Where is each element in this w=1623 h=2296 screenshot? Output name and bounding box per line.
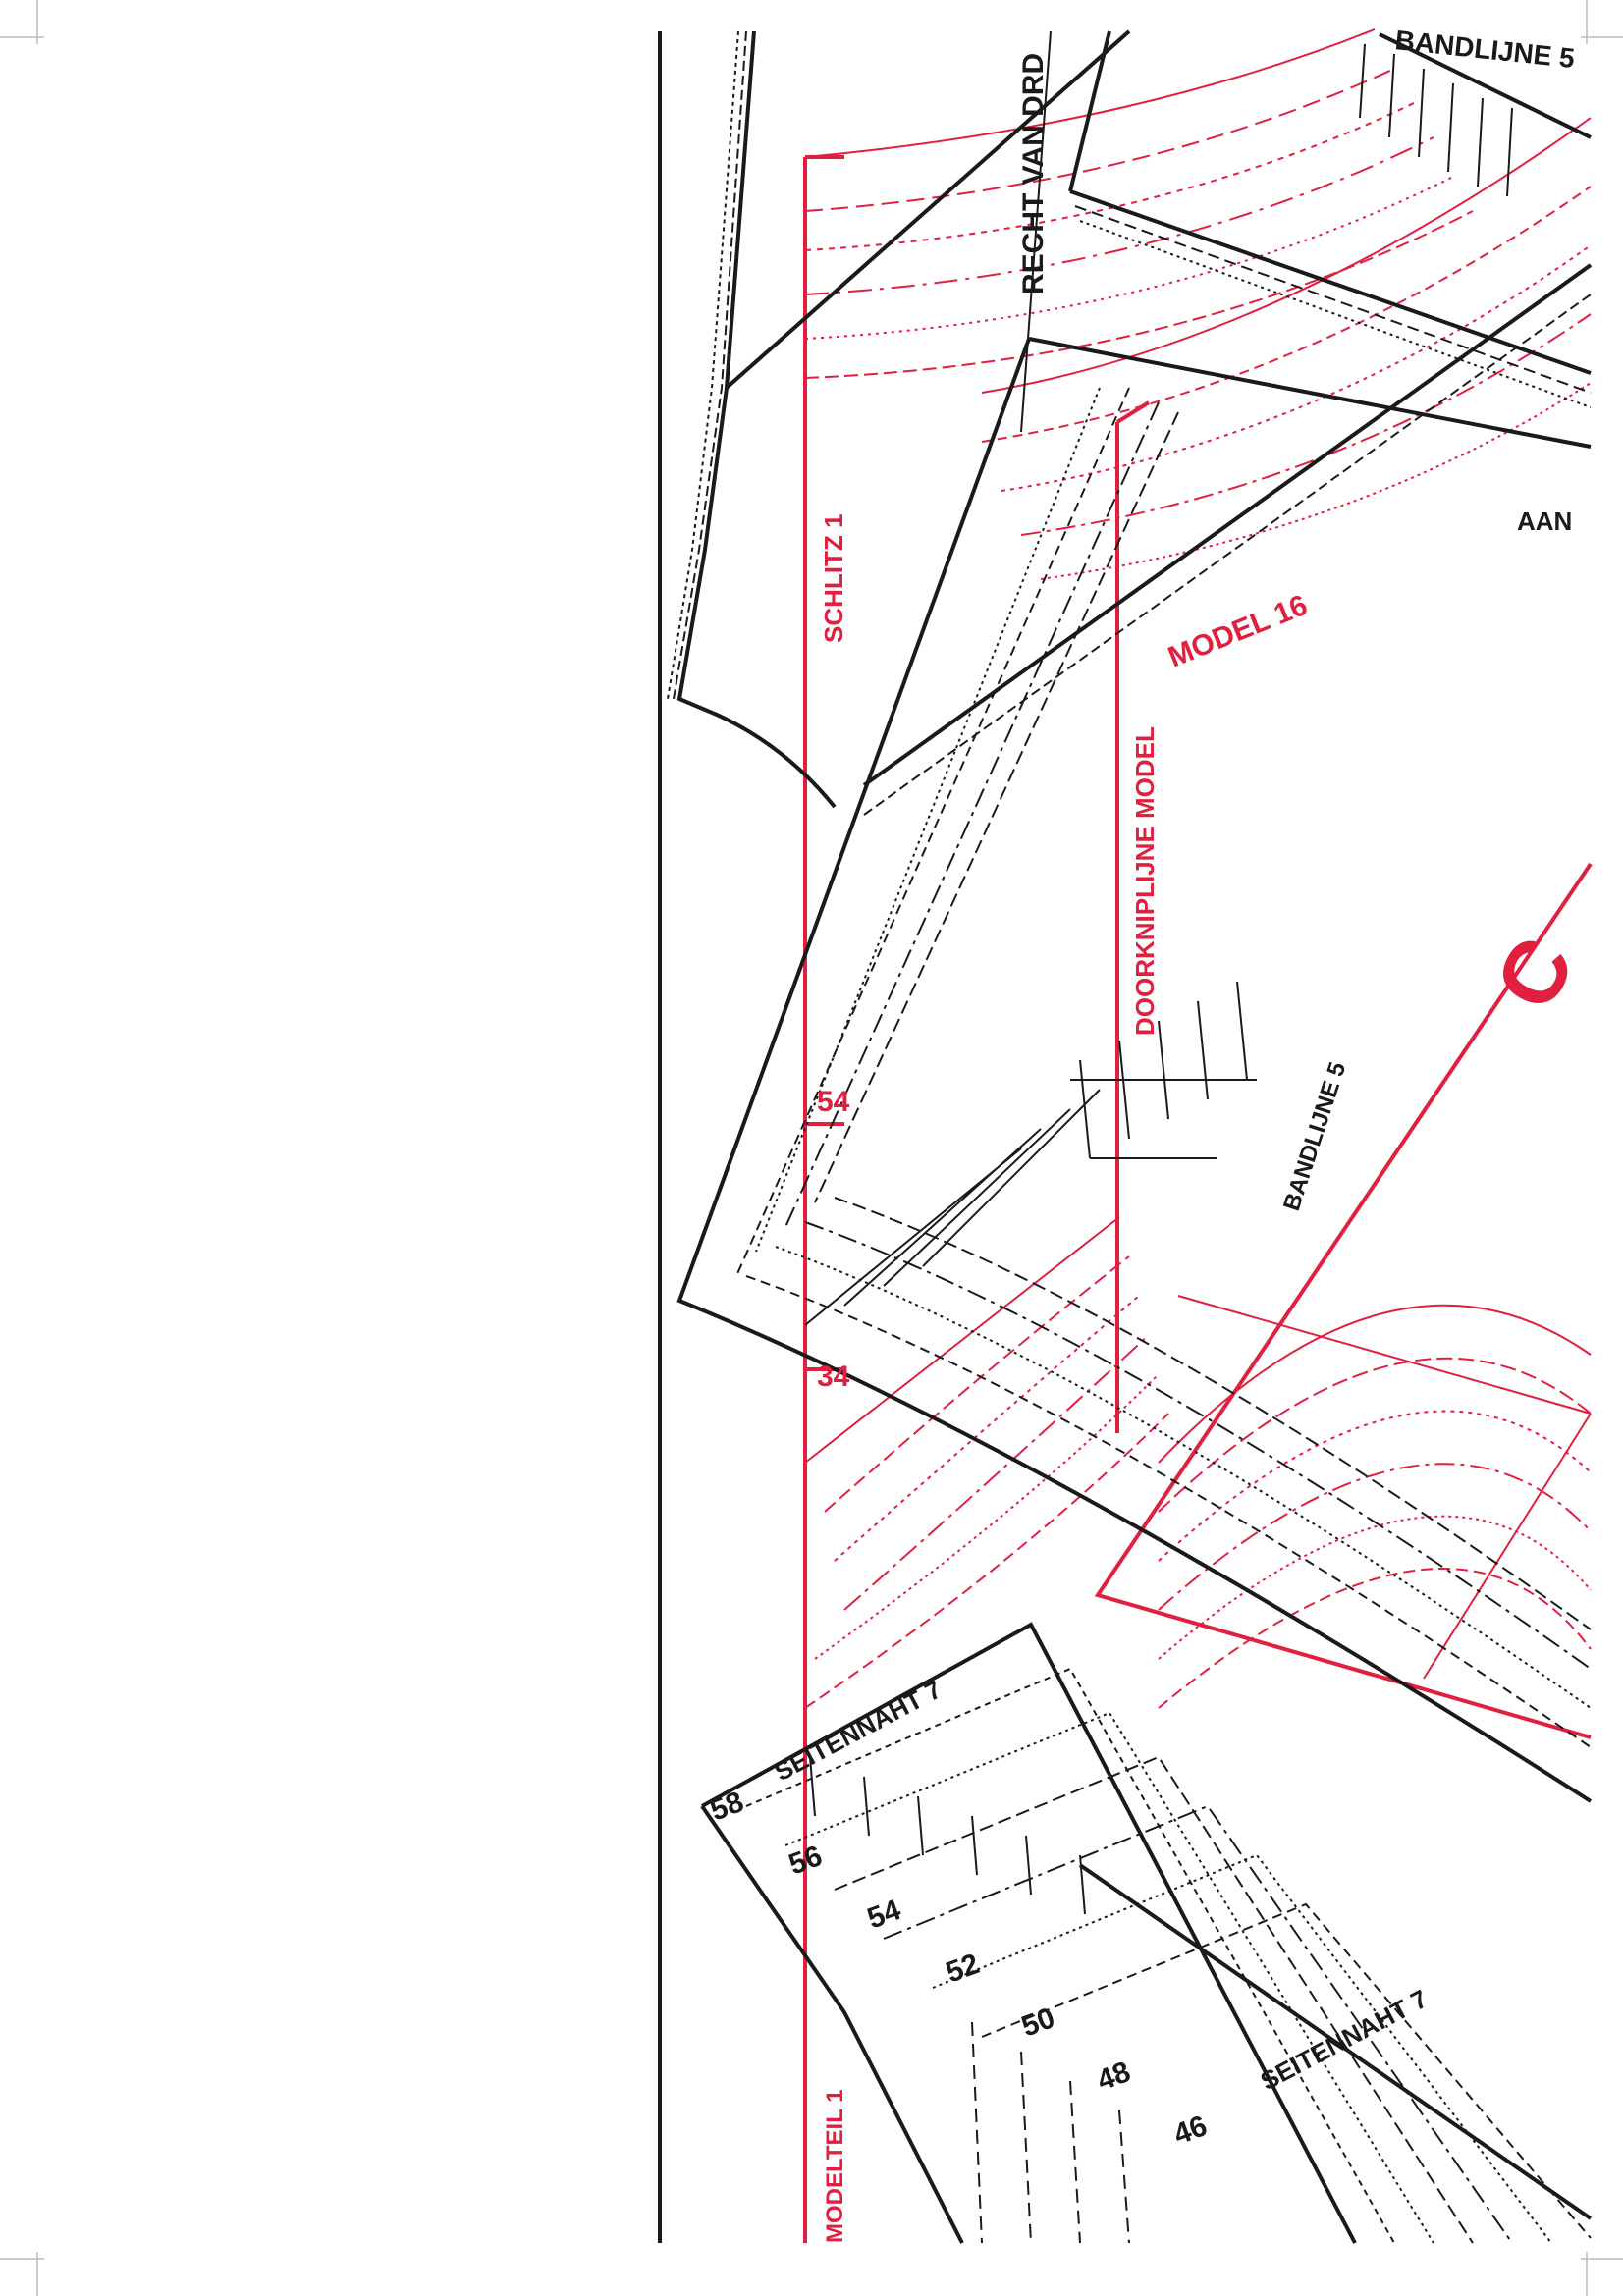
size-label: 48 xyxy=(1093,2056,1135,2097)
size-label: 54 xyxy=(863,1894,905,1936)
black-lower-piece xyxy=(700,1622,1593,2244)
label-size-54: 54 xyxy=(817,1086,850,1118)
size-label: 52 xyxy=(942,1948,984,1989)
size-label: 50 xyxy=(1017,2002,1059,2043)
red-arcs-lower xyxy=(804,1216,1592,1709)
label-seitennaht-top: SEITENNAHT 7 xyxy=(770,1675,947,1788)
black-upper-piece xyxy=(667,29,1592,809)
label-doorknip-lijn: DOORKNIPLIJNE MODEL xyxy=(1130,726,1160,1036)
red-guide-lines xyxy=(803,155,1151,2243)
label-model-16: MODEL 16 xyxy=(1163,589,1312,674)
red-piece-outline xyxy=(1094,862,1593,1739)
label-recht-van-draad: RECHT VAN DRD xyxy=(1017,53,1050,294)
red-arcs-upper xyxy=(804,28,1592,580)
label-size-34: 34 xyxy=(817,1361,850,1393)
size-ladder: 58 56 54 52 50 48 46 xyxy=(706,1786,1212,2151)
label-bandlijn-mid: BANDLIJNE 5 xyxy=(1278,1059,1351,1214)
black-main-piece xyxy=(676,263,1593,1803)
label-bandlijn-top: BANDLIJNE 5 xyxy=(1393,25,1576,74)
label-aan: AAN xyxy=(1517,507,1572,536)
size-label: 56 xyxy=(784,1840,827,1881)
label-modelteil: MODELTEIL 1 xyxy=(822,2090,848,2243)
size-label: 46 xyxy=(1169,2109,1212,2151)
label-schlitz: SCHLITZ 1 xyxy=(819,514,848,643)
label-seitennaht-bottom: SEITENNAHT 7 xyxy=(1256,1984,1433,2097)
